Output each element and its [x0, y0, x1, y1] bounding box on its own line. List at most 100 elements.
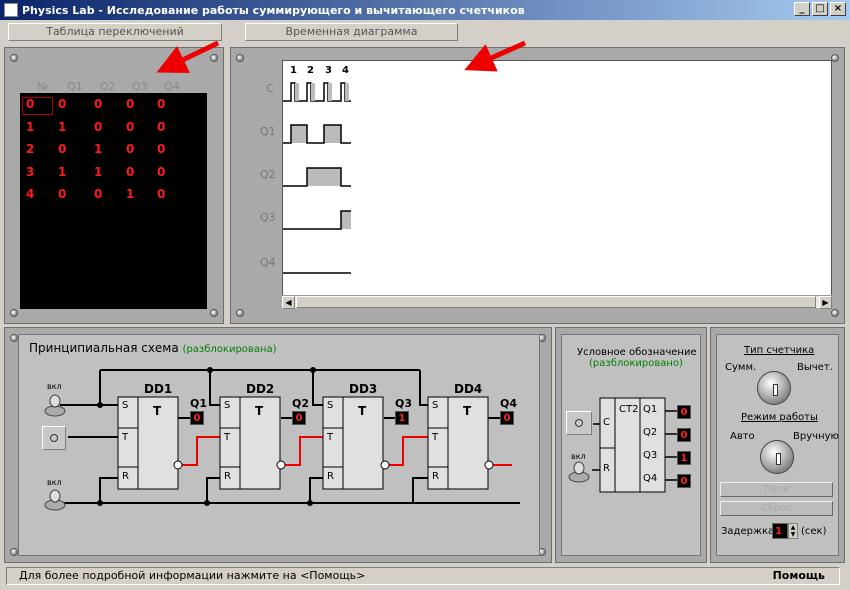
start-button[interactable]: Пуск	[720, 482, 833, 497]
trigger-dd2	[219, 396, 286, 490]
timing-waveforms	[283, 82, 351, 274]
pin-r: R	[224, 471, 231, 482]
delay-spinner[interactable]: ▲▼	[788, 523, 798, 539]
r-bus	[60, 477, 520, 504]
help-button[interactable]: Помощь	[772, 569, 825, 582]
output-indicator: 1	[395, 411, 409, 425]
screw	[210, 309, 218, 317]
counter-type-knob[interactable]	[757, 371, 791, 405]
counter-sub-label: Вычет.	[797, 362, 833, 373]
table-cell: 1	[58, 164, 67, 179]
pin-t: T	[327, 432, 334, 443]
trigger-body-t: T	[153, 404, 162, 418]
symbol-clock-button[interactable]	[566, 411, 592, 435]
schematic-title: Принципиальная схема (разблокирована)	[29, 341, 277, 355]
output-indicator: 0	[190, 411, 204, 425]
set-toggle-switch[interactable]	[44, 393, 66, 417]
stage-link-3	[388, 436, 428, 466]
table-cell: 0	[94, 187, 103, 201]
pulse-label-2: 2	[307, 65, 314, 76]
output-indicator: 0	[500, 411, 514, 425]
chip-pin-c: C	[603, 417, 610, 428]
minimize-button[interactable]: _	[794, 2, 810, 16]
pin-t: T	[224, 432, 231, 443]
c-pulse-fill	[345, 83, 349, 101]
trigger-name: DD3	[349, 382, 378, 396]
table-cell: 2	[26, 142, 35, 156]
col-header-q4: Q4	[164, 80, 180, 93]
chip-output-label: Q1	[643, 404, 658, 415]
q3-waveform	[283, 210, 351, 230]
col-header-n: №	[37, 80, 49, 93]
table-cell: 3	[26, 164, 35, 179]
chip-output-indicator: 0	[677, 474, 691, 488]
pin-r: R	[327, 471, 334, 482]
trigger-body-t: T	[358, 404, 367, 418]
mode-auto-label: Авто	[730, 431, 755, 442]
pin-s: S	[224, 400, 231, 411]
table-cell: 0	[157, 164, 166, 179]
output-label: Q2	[292, 397, 310, 410]
timing-diagram: 1 2 3 4	[282, 60, 832, 308]
c-pulse-fill	[328, 83, 332, 101]
table-cell: 0	[126, 119, 135, 134]
trigger-name: DD4	[454, 382, 483, 396]
mode-title: Режим работы	[741, 412, 818, 423]
junctions	[97, 367, 316, 506]
chip-wires	[592, 410, 677, 481]
col-header-q2: Q2	[100, 80, 116, 93]
delay-input[interactable]: 1	[772, 523, 788, 539]
q2-high-fill	[307, 168, 341, 186]
mode-knob[interactable]	[760, 440, 794, 474]
maximize-button[interactable]: □	[812, 2, 828, 16]
table-cell: 1	[94, 164, 103, 179]
table-cell: 0	[26, 97, 35, 111]
stage-link-1	[181, 436, 220, 466]
pin-t: T	[122, 432, 129, 443]
truth-table-grid	[20, 93, 207, 309]
scroll-left-arrow[interactable]: ◀	[282, 296, 295, 309]
table-cell: 1	[58, 119, 67, 134]
signal-label-q1: Q1	[260, 125, 276, 138]
timing-scrollbar[interactable]: ◀ ▶	[282, 295, 832, 309]
reset-button[interactable]: Сброс	[720, 501, 833, 516]
counter-chip	[599, 397, 666, 493]
mode-manual-label: Вручную	[793, 431, 839, 442]
truth-table-tab[interactable]: Таблица переключений	[8, 23, 222, 41]
counter-sum-label: Сумм.	[725, 362, 757, 373]
scroll-thumb[interactable]	[296, 296, 816, 308]
chip-output-indicator: 1	[677, 451, 691, 465]
trigger-name: DD2	[246, 382, 275, 396]
clock-pulse-button[interactable]	[42, 426, 66, 450]
chip-output-label: Q2	[643, 427, 658, 438]
trigger-dd3	[322, 396, 390, 490]
q2-waveform	[283, 167, 351, 187]
close-button[interactable]: ×	[830, 2, 846, 16]
screw	[831, 309, 839, 317]
pin-t: T	[432, 432, 439, 443]
table-cell: 0	[94, 119, 103, 134]
scroll-right-arrow[interactable]: ▶	[819, 296, 832, 309]
app-icon	[4, 3, 18, 17]
signal-label-c: C	[266, 82, 274, 95]
counter-type-title: Тип счетчика	[744, 345, 815, 356]
timing-diagram-tab[interactable]: Временная диаграмма	[245, 23, 458, 41]
output-label: Q4	[500, 397, 518, 410]
pin-s: S	[327, 400, 334, 411]
table-cell: 1	[94, 142, 103, 156]
output-label: Q1	[190, 397, 208, 410]
c-waveform	[283, 82, 351, 102]
switch-label-bottom: вкл	[47, 478, 62, 487]
symbol-reset-switch[interactable]	[568, 461, 590, 485]
trigger-dd4	[427, 396, 494, 490]
reset-toggle-switch[interactable]	[44, 489, 66, 513]
chip-label: CT2	[619, 404, 639, 415]
screw	[10, 309, 18, 317]
pin-r: R	[122, 471, 129, 482]
switch-label-top: вкл	[47, 382, 62, 391]
pin-s: S	[432, 400, 439, 411]
c-pulse-fill	[295, 83, 299, 101]
chip-output-indicator: 0	[677, 428, 691, 442]
screw	[236, 309, 244, 317]
screw	[10, 334, 18, 342]
